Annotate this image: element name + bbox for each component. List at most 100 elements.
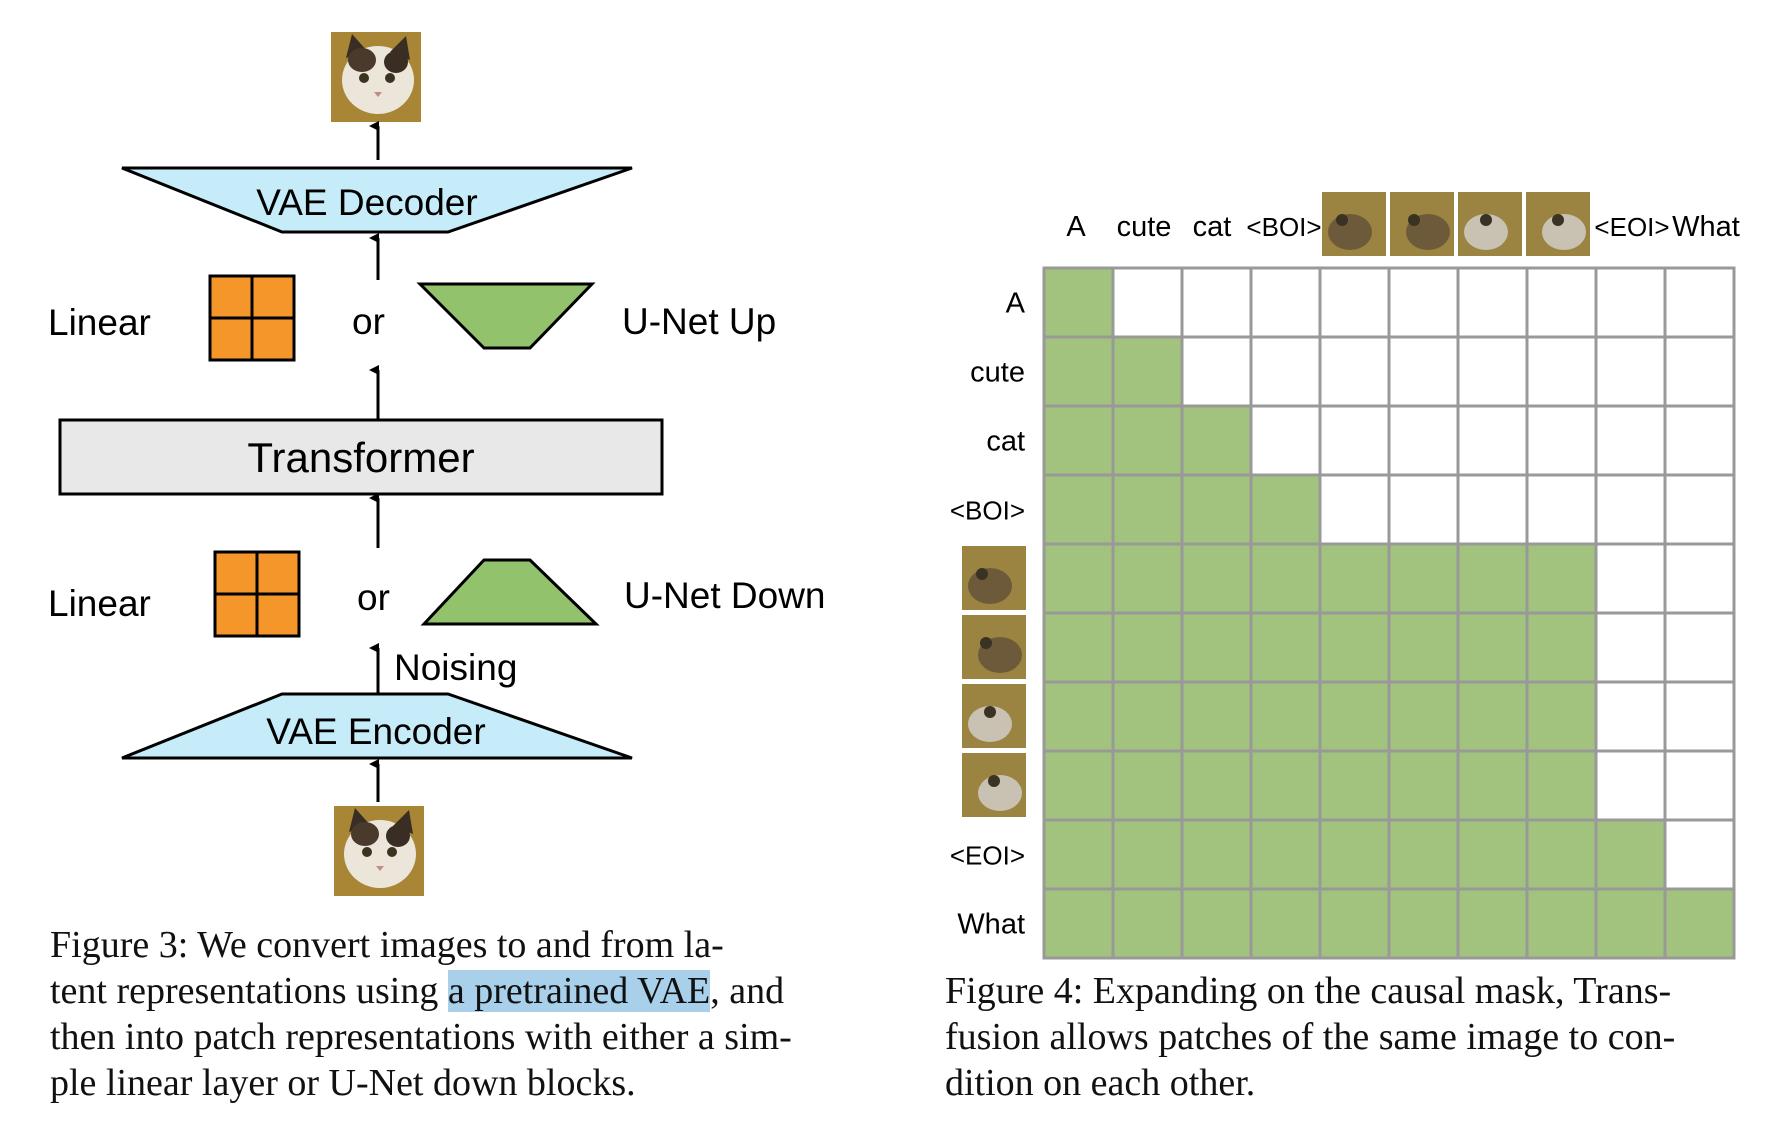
unet-down-label: U-Net Down bbox=[624, 575, 826, 616]
vae-encoder-block bbox=[121, 692, 633, 760]
mask-cell-blocked bbox=[1594, 680, 1667, 753]
mask-cell-attend bbox=[1111, 611, 1184, 684]
transformer-block bbox=[58, 418, 664, 496]
image-patch-thumbnail bbox=[962, 615, 1026, 679]
vae-decoder-block bbox=[121, 166, 633, 234]
mask-cell-attend bbox=[1111, 749, 1184, 822]
image-patch-thumbnail bbox=[962, 684, 1026, 748]
linear-bottom-block bbox=[213, 550, 301, 638]
column-image-patches bbox=[1322, 192, 1590, 256]
mask-cell-blocked bbox=[1594, 611, 1667, 684]
mask-cell-blocked bbox=[1525, 404, 1598, 477]
mask-cell-blocked bbox=[1525, 335, 1598, 408]
mask-cell-blocked bbox=[1111, 266, 1184, 339]
mask-cell-blocked bbox=[1180, 335, 1253, 408]
mask-cell-blocked bbox=[1663, 473, 1736, 546]
mask-cell-attend bbox=[1387, 749, 1460, 822]
mask-cell-blocked bbox=[1456, 266, 1529, 339]
mask-cell-attend bbox=[1387, 680, 1460, 753]
mask-cell-attend bbox=[1042, 680, 1115, 753]
mask-cell-blocked bbox=[1456, 335, 1529, 408]
mask-cell-attend bbox=[1180, 680, 1253, 753]
mask-cell-attend bbox=[1525, 680, 1598, 753]
mask-cell-attend bbox=[1387, 542, 1460, 615]
row-label: <EOI> bbox=[950, 841, 1025, 871]
mask-cell-blocked bbox=[1318, 473, 1391, 546]
figure-4-caption: Figure 4: Expanding on the causal mask, … bbox=[945, 968, 1765, 1106]
mask-cell-blocked bbox=[1249, 266, 1322, 339]
row-label: cat bbox=[986, 426, 1025, 458]
mask-cell-blocked bbox=[1663, 404, 1736, 477]
mask-cell-attend bbox=[1111, 818, 1184, 891]
mask-cell-attend bbox=[1180, 473, 1253, 546]
column-label: A bbox=[1066, 211, 1086, 243]
mask-cell-attend bbox=[1387, 818, 1460, 891]
column-label: <EOI> bbox=[1594, 212, 1669, 242]
unet-up-block bbox=[416, 282, 596, 350]
attention-mask-grid bbox=[1042, 266, 1736, 960]
column-label: <BOI> bbox=[1246, 212, 1321, 242]
mask-cell-blocked bbox=[1525, 266, 1598, 339]
mask-cell-blocked bbox=[1387, 335, 1460, 408]
mask-cell-attend bbox=[1042, 266, 1115, 339]
mask-cell-blocked bbox=[1663, 680, 1736, 753]
mask-cell-blocked bbox=[1594, 266, 1667, 339]
mask-cell-attend bbox=[1594, 887, 1667, 960]
mask-cell-blocked bbox=[1663, 818, 1736, 891]
figure-3-caption-line-1: Figure 3: We convert images to and from … bbox=[50, 924, 724, 966]
mask-cell-blocked bbox=[1318, 404, 1391, 477]
unet-up-label: U-Net Up bbox=[622, 301, 776, 342]
mask-cell-blocked bbox=[1387, 404, 1460, 477]
figure-4-caption-line-3: dition on each other. bbox=[945, 1062, 1256, 1104]
caption-text: tent representations using bbox=[50, 970, 448, 1012]
mask-cell-blocked bbox=[1663, 611, 1736, 684]
mask-cell-attend bbox=[1456, 887, 1529, 960]
mask-cell-attend bbox=[1318, 887, 1391, 960]
mask-cell-attend bbox=[1111, 335, 1184, 408]
linear-top-label: Linear bbox=[48, 302, 151, 343]
mask-cell-attend bbox=[1042, 749, 1115, 822]
mask-cell-attend bbox=[1387, 611, 1460, 684]
mask-cell-attend bbox=[1180, 542, 1253, 615]
mask-cell-blocked bbox=[1594, 473, 1667, 546]
mask-cell-attend bbox=[1111, 404, 1184, 477]
row-label: What bbox=[957, 909, 1025, 941]
mask-cell-attend bbox=[1180, 404, 1253, 477]
row-label: <BOI> bbox=[950, 496, 1025, 526]
mask-cell-attend bbox=[1249, 542, 1322, 615]
vae-decoder-label: VAE Decoder bbox=[256, 182, 477, 223]
figure-3-caption-line-4: ple linear layer or U-Net down blocks. bbox=[50, 1062, 636, 1104]
mask-cell-attend bbox=[1042, 335, 1115, 408]
mask-cell-attend bbox=[1249, 473, 1322, 546]
mask-cell-attend bbox=[1042, 404, 1115, 477]
figure-3: VAE Decoder Linear or U-Net Up Transform… bbox=[48, 32, 826, 896]
cat-output-image bbox=[331, 32, 421, 122]
mask-cell-blocked bbox=[1318, 266, 1391, 339]
column-label: cute bbox=[1117, 211, 1172, 243]
mask-cell-attend bbox=[1111, 473, 1184, 546]
mask-cell-attend bbox=[1180, 887, 1253, 960]
caption-text: , and bbox=[710, 970, 785, 1012]
mask-cell-attend bbox=[1318, 680, 1391, 753]
image-patch-thumbnail bbox=[962, 546, 1026, 610]
mask-cell-attend bbox=[1318, 749, 1391, 822]
or-bottom-label: or bbox=[357, 577, 390, 618]
mask-cell-blocked bbox=[1594, 335, 1667, 408]
mask-cell-attend bbox=[1525, 749, 1598, 822]
row-label: cute bbox=[970, 357, 1025, 389]
figure-4-caption-line-2: fusion allows patches of the same image … bbox=[945, 1016, 1676, 1058]
mask-cell-attend bbox=[1456, 749, 1529, 822]
figure-3-caption: Figure 3: We convert images to and from … bbox=[50, 922, 850, 1106]
linear-top-block bbox=[208, 274, 296, 362]
mask-cell-attend bbox=[1180, 749, 1253, 822]
mask-cell-blocked bbox=[1663, 266, 1736, 339]
vae-encoder-label: VAE Encoder bbox=[266, 711, 485, 752]
mask-cell-attend bbox=[1318, 611, 1391, 684]
mask-cell-blocked bbox=[1387, 473, 1460, 546]
mask-cell-attend bbox=[1318, 542, 1391, 615]
mask-cell-blocked bbox=[1456, 404, 1529, 477]
mask-cell-attend bbox=[1525, 818, 1598, 891]
